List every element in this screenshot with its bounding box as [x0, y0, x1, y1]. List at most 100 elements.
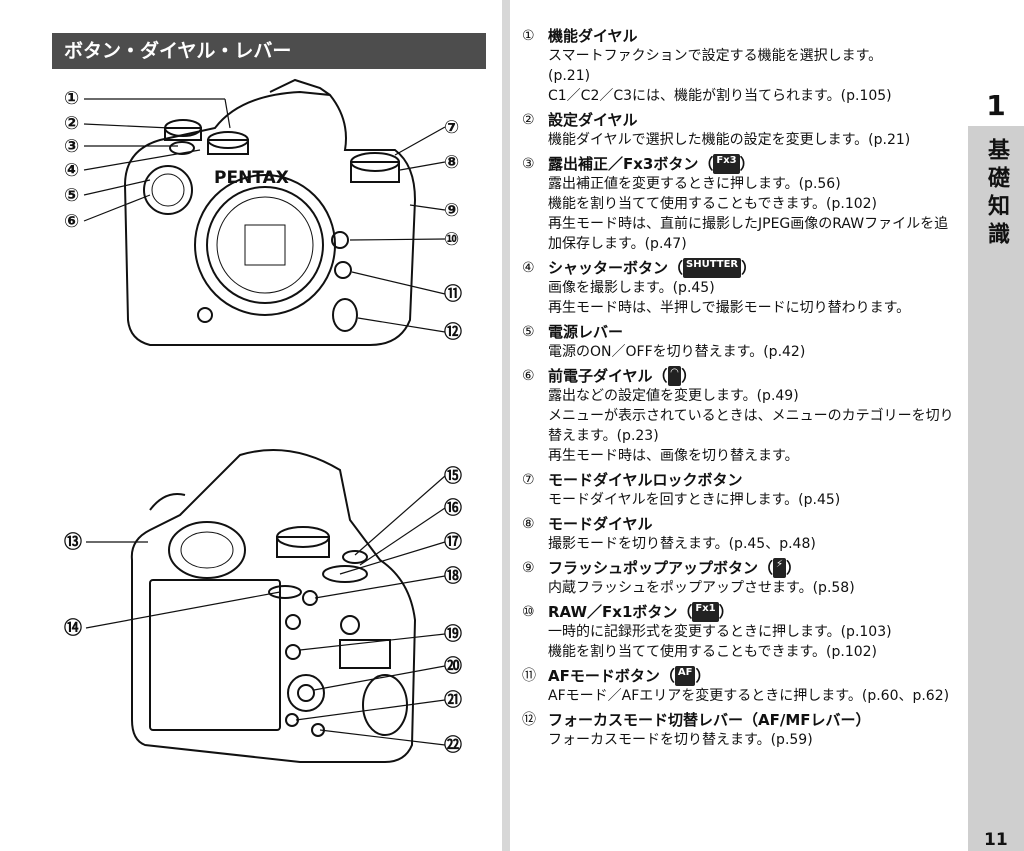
part-title-end: ） [695, 667, 711, 685]
part-number: ⑦ [522, 472, 535, 488]
part-title-text: 機能ダイヤル [548, 27, 638, 45]
description-line: C1／C2／C3には、機能が割り当てられます。(p.105) [548, 88, 892, 104]
part-description: 露出などの設定値を変更します。(p.49) メニューが表示されているときは、メニュ… [548, 386, 962, 466]
part-title-text: シャッターボタン（ [548, 259, 684, 277]
description-line: 露出などの設定値を変更します。(p.49) [548, 388, 799, 404]
callout-12: ⑫ [444, 321, 462, 343]
part-title-end: ） [739, 155, 755, 173]
parts-description-list: ① 機能ダイヤルスマートファクションで設定する機能を選択します。 (p.21) C1／… [522, 26, 962, 754]
part-title-end: ） [718, 603, 734, 621]
callout-3: ③ [64, 136, 79, 157]
part-description: 画像を撮影します。(p.45)再生モード時は、半押しで撮影モードに切り替わります… [548, 278, 962, 318]
callout-11: ⑪ [444, 283, 462, 305]
part-item: ① 機能ダイヤルスマートファクションで設定する機能を選択します。 (p.21) C1／… [522, 26, 962, 106]
part-number: ⑧ [522, 516, 535, 532]
button-symbol-badge: AF [674, 666, 696, 686]
part-item: ⑦ モードダイヤルロックボタンモードダイヤルを回すときに押します。(p.45) [522, 470, 962, 510]
description-line: 機能を割り当てて使用することもできます。(p.102) [548, 196, 878, 212]
description-line: 電源のON／OFFを切り替えます。(p.42) [548, 344, 806, 360]
description-line: 露出補正値を変更するときに押します。(p.56) [548, 176, 841, 192]
part-description: 露出補正値を変更するときに押します。(p.56) 機能を割り当てて使用することもで… [548, 174, 962, 254]
part-title: ⑧ モードダイヤル [522, 514, 962, 534]
part-description: モードダイヤルを回すときに押します。(p.45) [548, 490, 962, 510]
callout-15: ⑮ [444, 465, 462, 487]
callout-13: ⑬ [64, 531, 82, 553]
callout-18: ⑱ [444, 565, 462, 587]
part-title-end: ） [786, 559, 802, 577]
section-heading: ボタン・ダイヤル・レバー [52, 33, 486, 69]
description-line: 機能ダイヤルで選択した機能の設定を変更します。(p.21) [548, 132, 911, 148]
part-title-text: フォーカスモード切替レバー（AF/MFレバー） [548, 711, 871, 729]
chapter-number: 1 [968, 84, 1024, 126]
part-title: ⑦ モードダイヤルロックボタン [522, 470, 962, 490]
part-number: ③ [522, 156, 535, 172]
description-line: 再生モード時は、直前に撮影したJPEG画像のRAWファイルを追加保存します。(p… [548, 216, 949, 252]
part-description: フォーカスモードを切り替えます。(p.59) [548, 730, 962, 750]
page-number: 11 [984, 830, 1008, 850]
description-line: メニューが表示されているときは、メニューのカテゴリーを切り替えます。(p.23) [548, 408, 954, 444]
chapter-tab: 1 基礎知識 [968, 84, 1024, 851]
callout-17: ⑰ [444, 531, 462, 553]
part-title-text: RAW／Fx1ボタン（ [548, 603, 693, 621]
description-line: スマートファクションで設定する機能を選択します。 [548, 48, 883, 64]
callout-2: ② [64, 113, 79, 134]
part-item: ② 設定ダイヤル機能ダイヤルで選択した機能の設定を変更します。(p.21) [522, 110, 962, 150]
part-title-text: フラッシュポップアップボタン（ [548, 559, 774, 577]
camera-back-illustration [130, 449, 417, 763]
part-description: 電源のON／OFFを切り替えます。(p.42) [548, 342, 962, 362]
description-line: AFモード／AFエリアを変更するときに押します。(p.60、p.62) [548, 688, 950, 704]
part-description: AFモード／AFエリアを変更するときに押します。(p.60、p.62) [548, 686, 962, 706]
callout-5: ⑤ [64, 185, 79, 206]
callout-10: ⑩ [444, 229, 459, 250]
callout-20: ⑳ [444, 655, 462, 677]
callout-14: ⑭ [64, 617, 82, 639]
part-title-text: AFモードボタン（ [548, 667, 675, 685]
column-divider [502, 0, 510, 851]
camera-illustrations: PENTAX [64, 78, 462, 763]
part-description: 撮影モードを切り替えます。(p.45、p.48) [548, 534, 962, 554]
part-title-text: モードダイヤルロックボタン [548, 471, 743, 489]
description-line: (p.21) [548, 68, 591, 84]
part-description: 機能ダイヤルで選択した機能の設定を変更します。(p.21) [548, 130, 962, 150]
part-number: ⑨ [522, 560, 535, 576]
chapter-title: 基礎知識 [984, 138, 1009, 250]
callout-7: ⑦ [444, 117, 459, 138]
part-number: ④ [522, 260, 535, 276]
camera-front-illustration [123, 78, 417, 346]
description-line: モードダイヤルを回すときに押します。(p.45) [548, 492, 841, 508]
part-item: ⑧ モードダイヤル撮影モードを切り替えます。(p.45、p.48) [522, 514, 962, 554]
part-title-text: 前電子ダイヤル（ [548, 367, 668, 385]
part-description: スマートファクションで設定する機能を選択します。 (p.21) C1／C2／C3には… [548, 46, 962, 106]
callout-16: ⑯ [444, 497, 462, 519]
part-title-text: 露出補正／Fx3ボタン（ [548, 155, 714, 173]
callout-19: ⑲ [444, 623, 462, 645]
callout-4: ④ [64, 160, 79, 181]
part-title: ① 機能ダイヤル [522, 26, 962, 46]
callout-8: ⑧ [444, 152, 459, 173]
callout-21: ㉑ [444, 689, 462, 711]
part-description: 一時的に記録形式を変更するときに押します。(p.103)機能を割り当てて使用する… [548, 622, 962, 662]
part-number: ① [522, 28, 535, 44]
part-title-text: モードダイヤル [548, 515, 653, 533]
description-line: 一時的に記録形式を変更するときに押します。(p.103) [548, 624, 892, 640]
button-symbol-badge: Fx3 [713, 154, 740, 174]
button-symbol-badge: Fx1 [692, 602, 719, 622]
description-line: 撮影モードを切り替えます。(p.45、p.48) [548, 536, 816, 552]
part-title: ③ 露出補正／Fx3ボタン（Fx3） [522, 154, 962, 174]
part-number: ② [522, 112, 535, 128]
part-title: ② 設定ダイヤル [522, 110, 962, 130]
part-title-text: 設定ダイヤル [548, 111, 638, 129]
description-line: 再生モード時は、画像を切り替えます。 [548, 448, 799, 464]
